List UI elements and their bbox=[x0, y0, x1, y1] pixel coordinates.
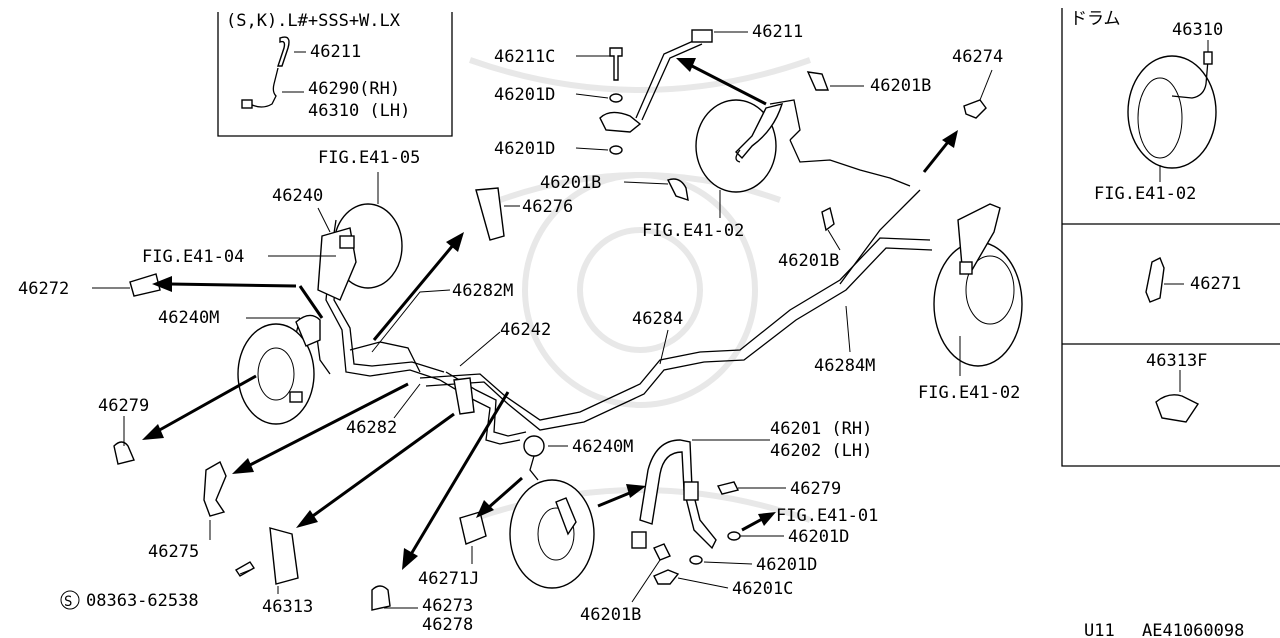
label-fig-e41-05: FIG.E41-05 bbox=[318, 148, 420, 168]
inset-label-46290: 46290(RH) bbox=[308, 79, 400, 99]
clip-46273 bbox=[371, 585, 391, 611]
right-panels: ドラム 46310 FIG.E41-02 46271 46313F bbox=[1061, 8, 1280, 467]
inset-label-46310: 46310 (LH) bbox=[308, 101, 410, 121]
connector-46282 bbox=[453, 377, 475, 415]
drum-center bbox=[695, 99, 784, 218]
label-46211-top: 46211 bbox=[752, 22, 803, 42]
label-46284: 46284 bbox=[632, 309, 683, 329]
clamp-46313F bbox=[1155, 394, 1200, 423]
label-46240M-left: 46240M bbox=[158, 308, 219, 328]
label-46279-bottom: 46279 bbox=[790, 479, 841, 499]
drum-label-fig: FIG.E41-02 bbox=[1094, 184, 1196, 204]
grommet-46240M bbox=[523, 435, 545, 457]
label-46211C: 46211C bbox=[494, 47, 555, 67]
label-46240M-center: 46240M bbox=[572, 437, 633, 457]
bracket-46274 bbox=[963, 99, 987, 119]
direction-arrows bbox=[142, 58, 958, 570]
label-46201-rh: 46201 (RH) bbox=[770, 419, 872, 439]
label-46201D-c: 46201D bbox=[788, 527, 849, 547]
clip-46271 bbox=[1145, 257, 1165, 303]
inset-label-46211: 46211 bbox=[310, 42, 361, 62]
label-46201B-top: 46201B bbox=[870, 76, 931, 96]
clip-46279-bottom bbox=[716, 481, 740, 495]
disc-rear-right bbox=[933, 203, 1023, 376]
label-46201C: 46201C bbox=[732, 579, 793, 599]
hose-46201 bbox=[631, 439, 717, 550]
clip-46201B-mid bbox=[821, 206, 835, 232]
footer-figure-code: AE41060098 bbox=[1142, 621, 1244, 638]
label-46276: 46276 bbox=[522, 197, 573, 217]
label-46273: 46273 bbox=[422, 596, 473, 616]
grommet-46271J bbox=[459, 511, 487, 545]
label-fig-e41-04: FIG.E41-04 bbox=[142, 247, 244, 267]
s-circle-mark bbox=[60, 590, 80, 610]
label-46284M: 46284M bbox=[814, 356, 875, 376]
clip-46201B-bottom bbox=[653, 543, 671, 561]
drum-brake bbox=[1127, 55, 1217, 169]
footer-model-code: U11 bbox=[1084, 621, 1115, 638]
inset-fitting bbox=[241, 99, 253, 109]
label-fig-e41-01: FIG.E41-01 bbox=[776, 506, 878, 526]
label-46201D-d: 46201D bbox=[756, 555, 817, 575]
clip-46201B-top bbox=[806, 71, 830, 91]
right-label-46313F: 46313F bbox=[1146, 351, 1207, 371]
label-46272: 46272 bbox=[18, 279, 69, 299]
disc-e41-05 bbox=[317, 172, 403, 301]
label-46201D-a: 46201D bbox=[494, 85, 555, 105]
washer-46201D-a bbox=[609, 93, 623, 103]
label-46274: 46274 bbox=[952, 47, 1003, 67]
clip-46272 bbox=[129, 273, 161, 297]
label-46279-left: 46279 bbox=[98, 396, 149, 416]
label-46271J: 46271J bbox=[418, 569, 479, 589]
label-fig-e41-02-center: FIG.E41-02 bbox=[642, 221, 744, 241]
label-46282M: 46282M bbox=[452, 281, 513, 301]
label-46202-lh: 46202 (LH) bbox=[770, 441, 872, 461]
inset-hose-top bbox=[277, 36, 290, 67]
label-46240: 46240 bbox=[272, 186, 323, 206]
label-46201B-mid: 46201B bbox=[778, 251, 839, 271]
drum-label-46310: 46310 bbox=[1172, 20, 1223, 40]
washer-46201D-c bbox=[727, 531, 741, 541]
small-parts bbox=[113, 29, 987, 611]
clip-46275 bbox=[203, 461, 227, 517]
label-46201B-a: 46201B bbox=[540, 173, 601, 193]
disc-left-front bbox=[237, 314, 321, 425]
bolt-46201C bbox=[653, 569, 680, 585]
fitting-46211-top bbox=[691, 29, 713, 43]
disc-front-bottom bbox=[509, 435, 595, 589]
hose-46211 bbox=[599, 111, 642, 133]
label-46201D-b: 46201D bbox=[494, 139, 555, 159]
bracket-46276 bbox=[475, 187, 505, 241]
drum-fitting bbox=[1203, 51, 1213, 65]
label-46313: 46313 bbox=[262, 597, 313, 617]
hose-46240M bbox=[295, 314, 321, 347]
leader-lines bbox=[92, 31, 993, 609]
washer-46201D-b bbox=[609, 145, 623, 155]
clip-46201B-a bbox=[667, 178, 689, 202]
drum-panel-title: ドラム bbox=[1070, 9, 1121, 29]
label-08363-62538: 08363-62538 bbox=[86, 591, 199, 611]
s-mark-letter: S bbox=[64, 594, 72, 610]
label-46242: 46242 bbox=[500, 320, 551, 340]
label-46201B-bottom: 46201B bbox=[580, 605, 641, 625]
part-labels: FIG.E41-05 46240 FIG.E41-04 46272 46240M… bbox=[18, 22, 1244, 638]
inset-box-variant: (S,K).L#+SSS+W.LX 46211 46290(RH) 46310 … bbox=[217, 11, 453, 137]
label-46282: 46282 bbox=[346, 418, 397, 438]
washer-46201D-d bbox=[689, 555, 703, 565]
inset-variant-note: (S,K).L#+SSS+W.LX bbox=[226, 11, 401, 31]
label-fig-e41-02-right: FIG.E41-02 bbox=[918, 383, 1020, 403]
bracket-46313 bbox=[269, 527, 299, 585]
right-label-46271: 46271 bbox=[1190, 274, 1241, 294]
bolt-46211C bbox=[609, 47, 623, 81]
bolt-08363 bbox=[235, 561, 255, 577]
label-46275: 46275 bbox=[148, 542, 199, 562]
label-46278: 46278 bbox=[422, 615, 473, 635]
